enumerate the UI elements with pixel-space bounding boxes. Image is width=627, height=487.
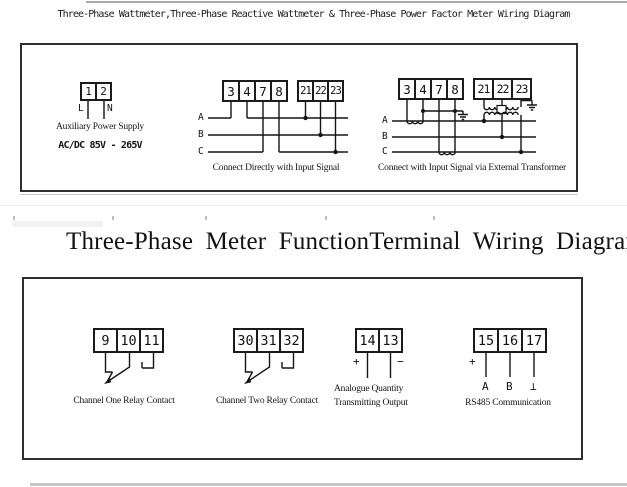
phase-a-label: A [198, 112, 204, 123]
scan-artifact-bottom-strip [30, 483, 627, 486]
transformer-caption: Connect with Input Signal via External T… [378, 163, 566, 173]
terminal-2: 2 [95, 82, 112, 101]
line-label-L: L [78, 103, 84, 114]
plus-sign: + [469, 355, 476, 368]
relay2-caption: Channel Two Relay Contact [215, 396, 319, 406]
terminal-9: 9 [93, 328, 118, 353]
relay1-terminal-strip: 9 10 11 [93, 328, 164, 353]
earth-icon: ⊥ [530, 380, 537, 393]
transformer-voltage-strip: 21 22 23 [473, 78, 532, 100]
direct-wiring [208, 102, 348, 155]
relay1-caption: Channel One Relay Contact [73, 396, 175, 406]
ruler-tick [325, 216, 327, 220]
ruler-tick [205, 216, 207, 220]
aux-rating: AC/DC 85V - 265V [58, 140, 142, 151]
aux-caption: Auxiliary Power Supply [56, 122, 144, 132]
relay-contact-icon [244, 353, 295, 384]
ruler-tick [112, 216, 114, 220]
section-title: Three-Phase Meter FunctionTerminal Wirin… [66, 228, 627, 255]
phase-c-label: C [382, 146, 388, 157]
phase-a-label: A [382, 115, 388, 126]
analogue-output-wires [366, 353, 392, 378]
transformer-wiring [392, 99, 537, 156]
terminal-30: 30 [233, 328, 258, 353]
scan-artifact-band [0, 205, 627, 206]
phase-c-label: C [198, 146, 204, 157]
terminal-21: 21 [473, 78, 494, 100]
rs485-a-label: A [482, 380, 489, 393]
ground-icon [527, 104, 537, 111]
terminal-17: 17 [521, 328, 547, 353]
terminal-4: 4 [414, 78, 432, 100]
transformer-current-strip: 3 4 7 8 [398, 78, 464, 100]
terminal-23: 23 [327, 80, 344, 102]
direct-caption: Connect Directly with Input Signal [212, 163, 340, 173]
rs485-wires [485, 353, 535, 377]
current-transformer-icon [406, 120, 456, 156]
relay2-terminal-strip: 30 31 32 [233, 328, 304, 353]
frame-shadow [20, 194, 578, 195]
terminal-4: 4 [238, 80, 256, 102]
analogue-caption-line2: Transmitting Output [334, 398, 408, 408]
terminal-14: 14 [355, 328, 380, 353]
aux-terminal-strip: 1 2 [80, 82, 112, 101]
scan-artifact-faint-box [13, 221, 103, 227]
minus-sign: − [397, 355, 404, 368]
rs485-terminal-strip: 15 16 17 [473, 328, 547, 353]
plus-sign: + [353, 355, 360, 368]
scan-artifact-top-line [86, 1, 627, 3]
page-title: Three-Phase Wattmeter,Three-Phase Reacti… [57, 9, 570, 20]
voltage-transformer-icon [483, 104, 519, 116]
phase-b-label: B [198, 129, 204, 140]
ground-icon [458, 113, 468, 121]
direct-current-strip: 3 4 7 8 [222, 80, 288, 102]
terminal-8: 8 [270, 80, 288, 102]
terminal-23: 23 [511, 78, 532, 100]
rs485-b-label: B [506, 380, 513, 393]
aux-power-wires [87, 101, 105, 119]
bottom-diagram-frame [22, 277, 583, 460]
rs485-caption: RS485 Communication [465, 398, 551, 408]
direct-voltage-strip: 21 22 23 [297, 80, 344, 102]
line-label-N: N [107, 103, 113, 114]
terminal-13: 13 [378, 328, 403, 353]
ruler-tick [433, 216, 435, 220]
terminal-32: 32 [279, 328, 304, 353]
terminal-15: 15 [473, 328, 499, 353]
terminal-11: 11 [139, 328, 164, 353]
terminal-22: 22 [492, 78, 513, 100]
terminal-10: 10 [116, 328, 141, 353]
terminal-31: 31 [256, 328, 281, 353]
terminal-16: 16 [497, 328, 523, 353]
analogue-caption-line1: Analogue Quantity [334, 384, 404, 394]
ruler-tick [13, 216, 15, 220]
analogue-terminal-strip: 14 13 [355, 328, 403, 353]
terminal-8: 8 [446, 78, 464, 100]
terminal-1: 1 [80, 82, 97, 101]
relay-contact-icon [104, 353, 155, 384]
phase-b-label: B [382, 131, 388, 142]
